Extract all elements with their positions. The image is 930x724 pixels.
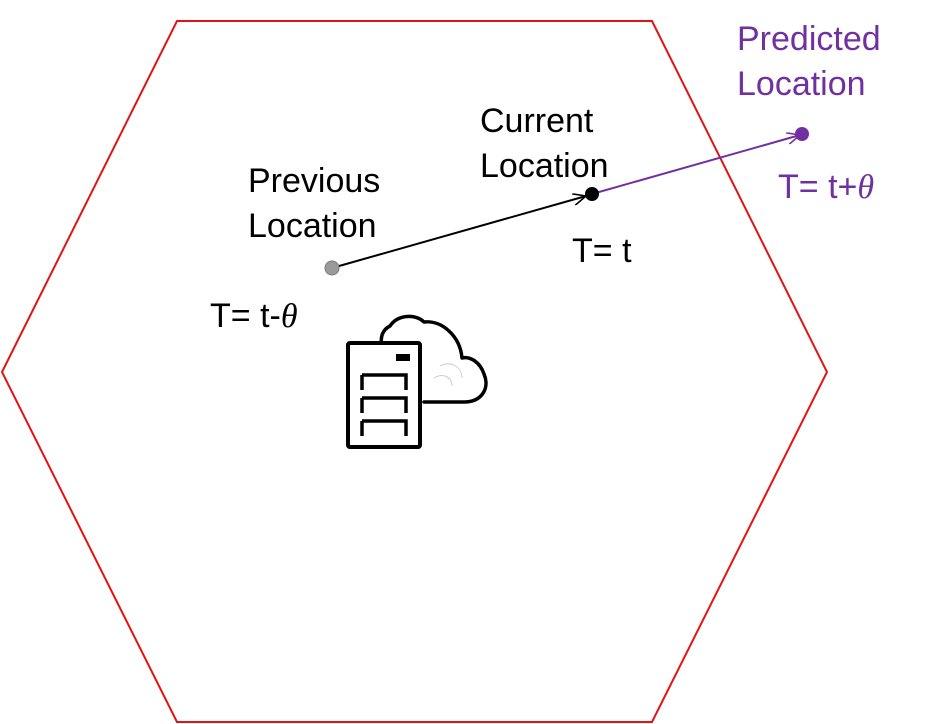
predicted-location-point — [795, 127, 809, 141]
time-label-current: T= t — [572, 232, 632, 270]
server-icon — [346, 341, 422, 449]
previous-label-line2: Location — [248, 207, 377, 245]
current-to-predicted-arrow — [591, 135, 800, 195]
time-label-previous: T= t-θ — [210, 297, 298, 335]
time-label-predicted: T= t+θ — [778, 168, 874, 206]
previous-location-point — [324, 260, 340, 276]
predicted-label-line1: Predicted — [737, 20, 881, 58]
previous-to-current-arrow — [331, 196, 586, 269]
cell-hexagon — [0, 20, 829, 723]
time-label-predicted-prefix: T= t+ — [778, 168, 857, 206]
predicted-label-line2: Location — [737, 65, 866, 103]
theta-symbol: θ — [857, 169, 874, 206]
cloud-icon — [379, 314, 488, 404]
time-label-previous-prefix: T= t- — [210, 297, 281, 335]
previous-label-line1: Previous — [248, 162, 380, 200]
theta-symbol: θ — [281, 298, 298, 335]
current-label-line2: Location — [480, 147, 609, 185]
server-cloud-icon — [346, 314, 488, 449]
current-location-point — [585, 187, 599, 201]
current-label-line1: Current — [480, 102, 594, 140]
